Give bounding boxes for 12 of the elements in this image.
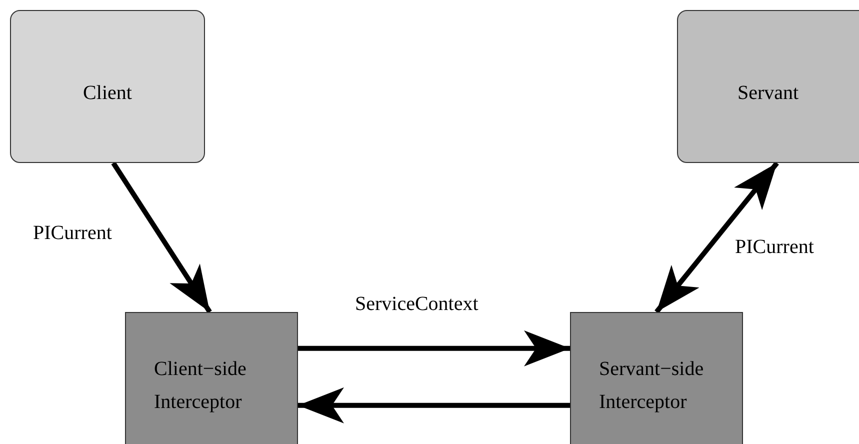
arrow [298, 387, 570, 424]
node-label: Client−side Interceptor [154, 357, 248, 415]
node-label: Servant−side Interceptor [599, 357, 705, 415]
interceptor-box [570, 312, 743, 444]
interceptor-box [125, 312, 298, 444]
node-label: Client [82, 81, 133, 106]
client-box [10, 10, 205, 163]
servant-box [677, 10, 859, 163]
arrow [654, 161, 779, 314]
arrow [298, 330, 570, 366]
node-label: Servant [736, 81, 800, 106]
arrow [111, 162, 212, 314]
